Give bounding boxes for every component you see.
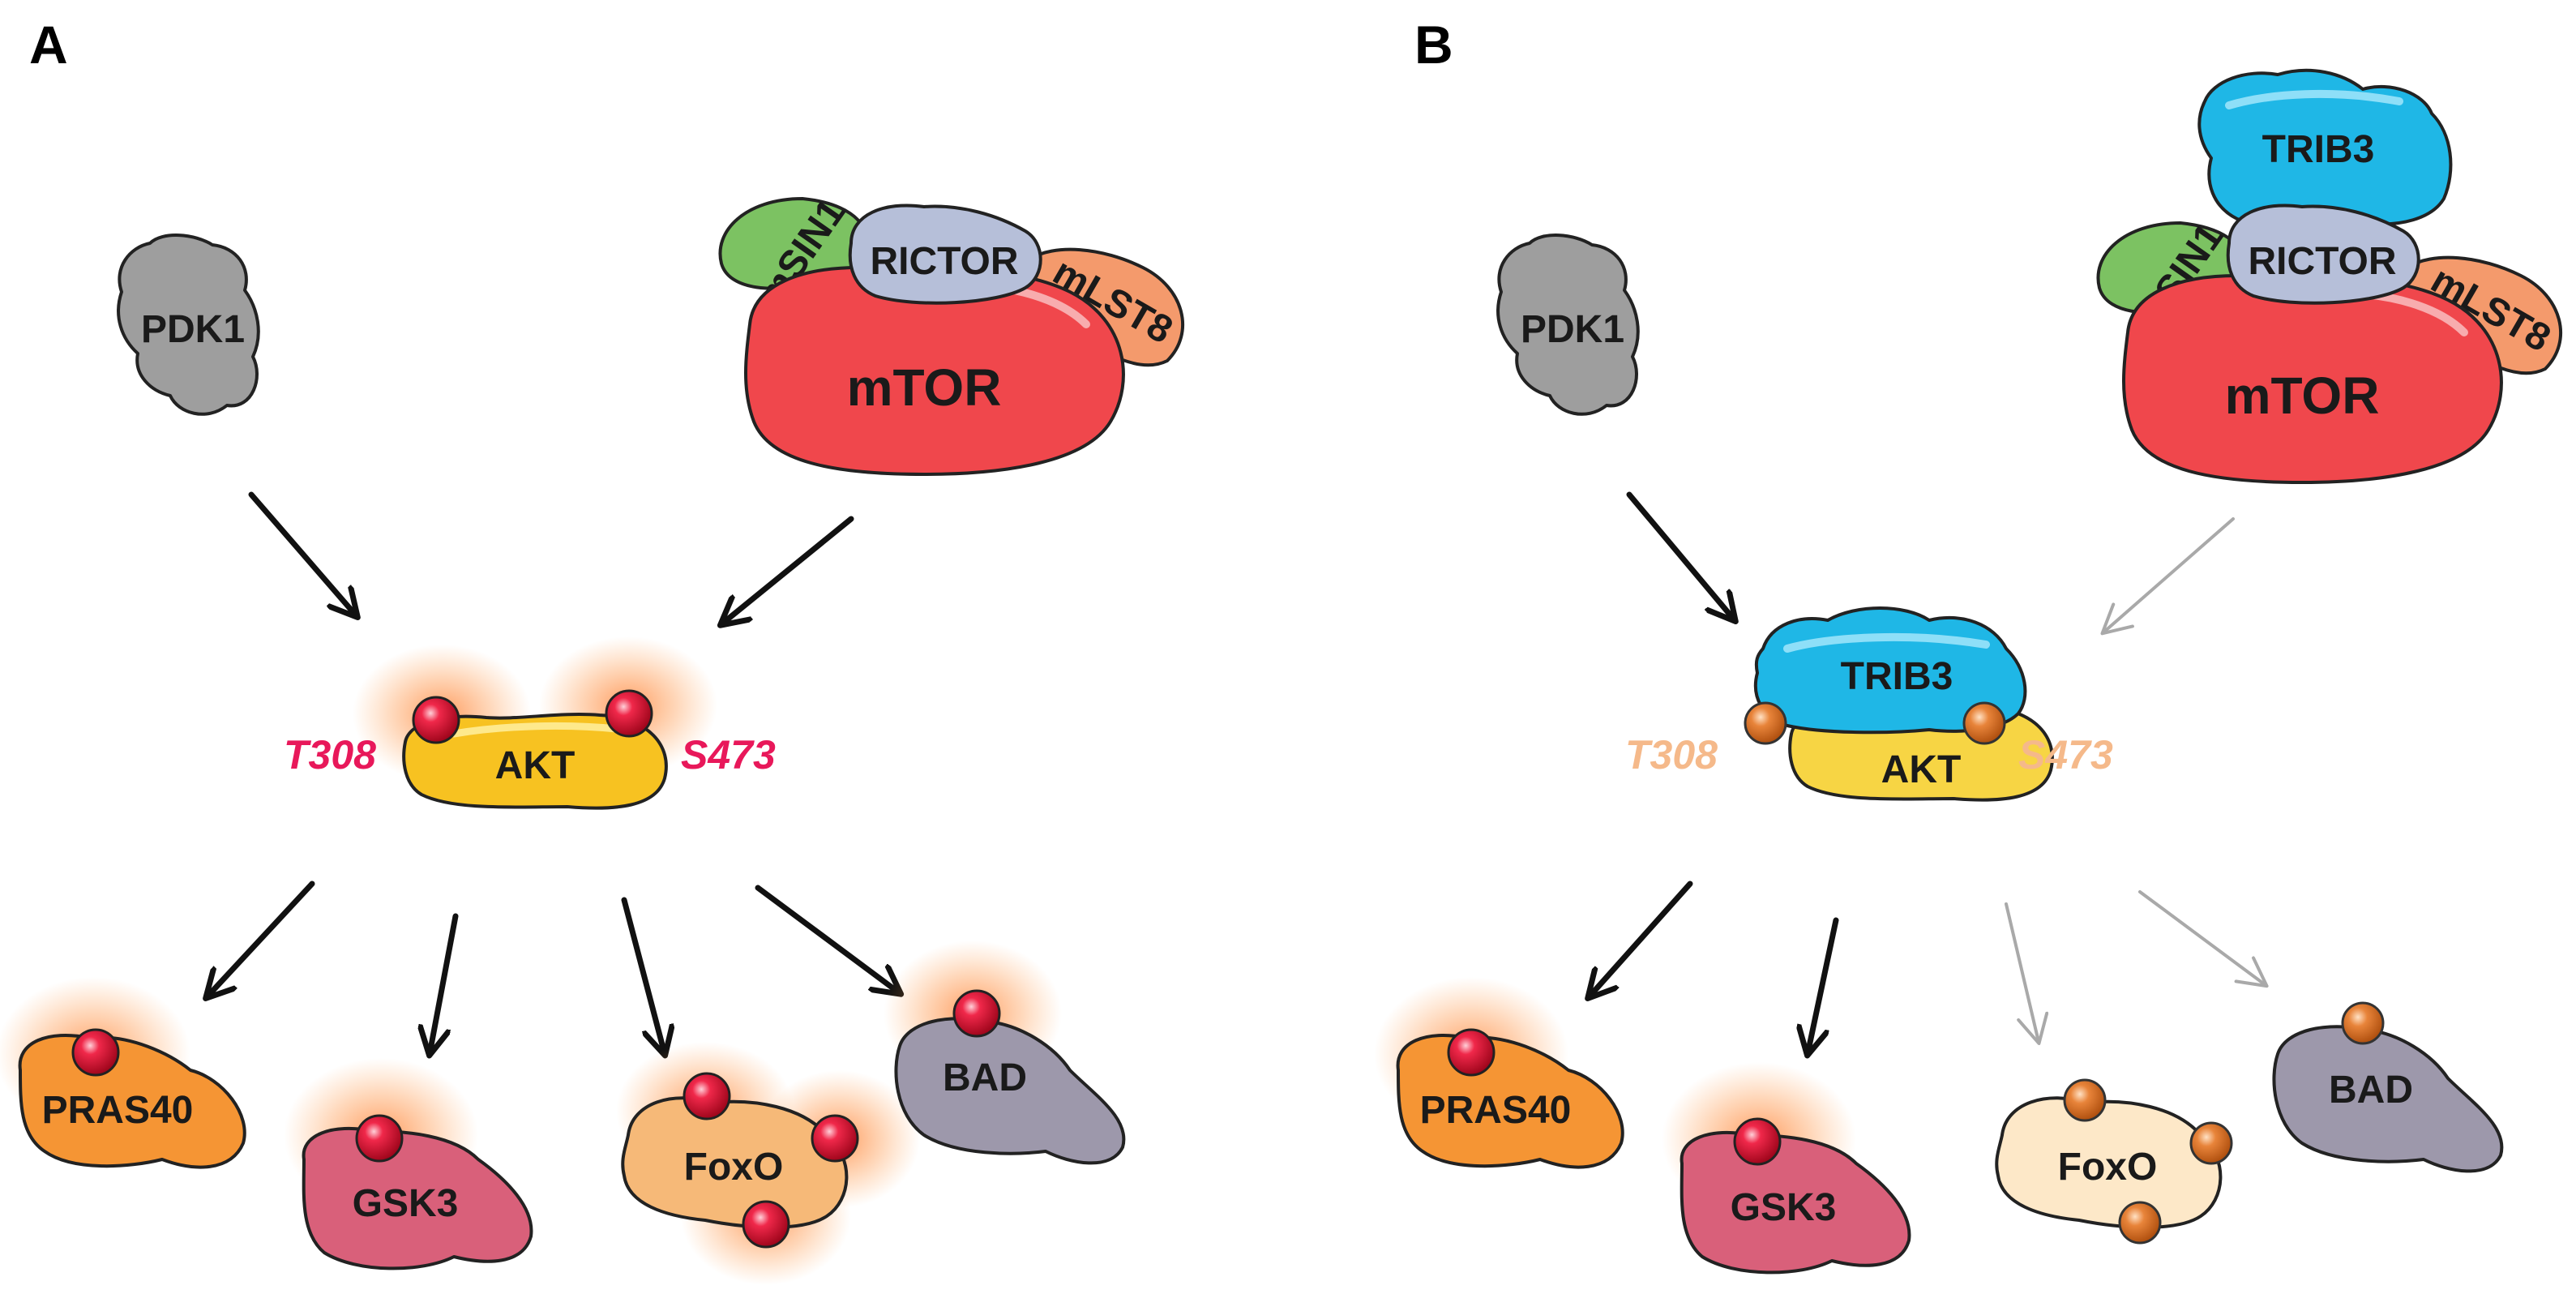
bad-protein-a: BAD bbox=[894, 1017, 1126, 1165]
phospho-foxo1-a bbox=[683, 1072, 731, 1120]
arrow-pdk1-akt-a bbox=[248, 491, 357, 616]
trib3-akt-protein-b: TRIB3 bbox=[1753, 606, 2027, 735]
panel-a: A PDK1 mSIN1 mLST8 mTOR RICTOR AKT bbox=[0, 15, 1185, 1285]
phospho-pras40-b bbox=[1447, 1028, 1496, 1077]
arrow-akt-foxo-a bbox=[621, 897, 665, 1054]
pras40-label-a: PRAS40 bbox=[42, 1089, 194, 1132]
trib3-akt-label-b: TRIB3 bbox=[1841, 655, 1953, 698]
phospho-gsk3-b bbox=[1733, 1117, 1782, 1166]
foxo-label-a: FoxO bbox=[684, 1146, 784, 1189]
trib3-top-protein-b: TRIB3 bbox=[2197, 68, 2453, 230]
rictor-protein-b bbox=[2226, 204, 2420, 305]
site-t308-a: T308 bbox=[284, 732, 376, 778]
mtorc2-complex-a: mSIN1 mLST8 mTOR RICTOR bbox=[718, 191, 1185, 476]
phospho-foxo2-a bbox=[811, 1114, 859, 1163]
gsk3-label-a: GSK3 bbox=[353, 1182, 459, 1225]
pras40-label-b: PRAS40 bbox=[1420, 1089, 1572, 1132]
site-s473-a: S473 bbox=[681, 732, 776, 778]
gsk3-protein-a: GSK3 bbox=[302, 1127, 533, 1270]
arrow-akt-pras40-a bbox=[207, 881, 315, 997]
panel-b-label: B bbox=[1414, 15, 1453, 75]
phospho-foxo3-a bbox=[742, 1200, 790, 1249]
gsk3-label-b: GSK3 bbox=[1731, 1186, 1837, 1229]
arrow-akt-pras40-b bbox=[1589, 881, 1693, 997]
arrow-mtor-akt-a bbox=[721, 516, 854, 624]
site-s473-b: S473 bbox=[2018, 732, 2113, 778]
phospho-s473-a bbox=[605, 689, 653, 738]
arrow-akt-gsk3-a bbox=[430, 913, 459, 1054]
panel-a-label: A bbox=[29, 15, 68, 75]
panel-b: B PDK1 TRIB3 mSIN1 mLST8 mTOR RICTOR bbox=[1374, 15, 2563, 1275]
rictor-label-b: RICTOR bbox=[2248, 240, 2396, 283]
phospho-t308-a bbox=[412, 696, 460, 744]
foxo-protein-b: FoxO bbox=[1995, 1096, 2223, 1229]
rictor-label-a: RICTOR bbox=[870, 240, 1018, 283]
phospho-s473-b bbox=[1962, 701, 2006, 745]
phospho-t308-b bbox=[1744, 701, 1787, 745]
pdk1-protein-b: PDK1 bbox=[1496, 234, 1640, 416]
foxo-label-b: FoxO bbox=[2058, 1146, 2158, 1189]
akt-label-a: AKT bbox=[495, 744, 576, 787]
pdk1-label-b: PDK1 bbox=[1521, 308, 1624, 351]
arrow-pdk1-akt-b bbox=[1626, 491, 1735, 620]
pras40-protein-a: PRAS40 bbox=[18, 1034, 246, 1169]
phospho-bad-b bbox=[2341, 1001, 2385, 1045]
phospho-pras40-a bbox=[71, 1028, 120, 1077]
phospho-foxo1-b bbox=[2063, 1078, 2107, 1122]
arrow-akt-foxo-b bbox=[2005, 902, 2049, 1045]
pras40-protein-b: PRAS40 bbox=[1396, 1034, 1624, 1169]
phospho-foxo3-b bbox=[2118, 1201, 2162, 1245]
pdk1-protein-a: PDK1 bbox=[117, 234, 260, 416]
akt-protein-a: AKT bbox=[402, 713, 668, 810]
mtor-label-b: mTOR bbox=[2225, 366, 2380, 425]
bad-protein-b: BAD bbox=[2272, 1025, 2504, 1173]
arrow-akt-bad-b bbox=[2138, 890, 2269, 988]
mtor-label-a: mTOR bbox=[847, 358, 1002, 417]
arrow-akt-gsk3-b bbox=[1808, 917, 1839, 1054]
arrow-mtor-akt-b bbox=[2100, 517, 2235, 636]
phospho-gsk3-a bbox=[355, 1114, 404, 1163]
bad-label-b: BAD bbox=[2329, 1069, 2413, 1112]
akt-label-b: AKT bbox=[1881, 748, 1962, 791]
phospho-bad-a bbox=[952, 989, 1001, 1038]
mtorc2-complex-b: mSIN1 mLST8 mTOR RICTOR bbox=[2096, 204, 2563, 484]
arrow-akt-bad-a bbox=[755, 885, 900, 993]
gsk3-protein-b: GSK3 bbox=[1680, 1131, 1911, 1275]
site-t308-b: T308 bbox=[1625, 732, 1718, 778]
phospho-foxo2-b bbox=[2189, 1121, 2233, 1165]
rictor-protein-a bbox=[848, 204, 1042, 305]
trib3-top-label-b: TRIB3 bbox=[2262, 128, 2375, 171]
bad-label-a: BAD bbox=[943, 1056, 1027, 1099]
pdk1-label-a: PDK1 bbox=[141, 308, 245, 351]
